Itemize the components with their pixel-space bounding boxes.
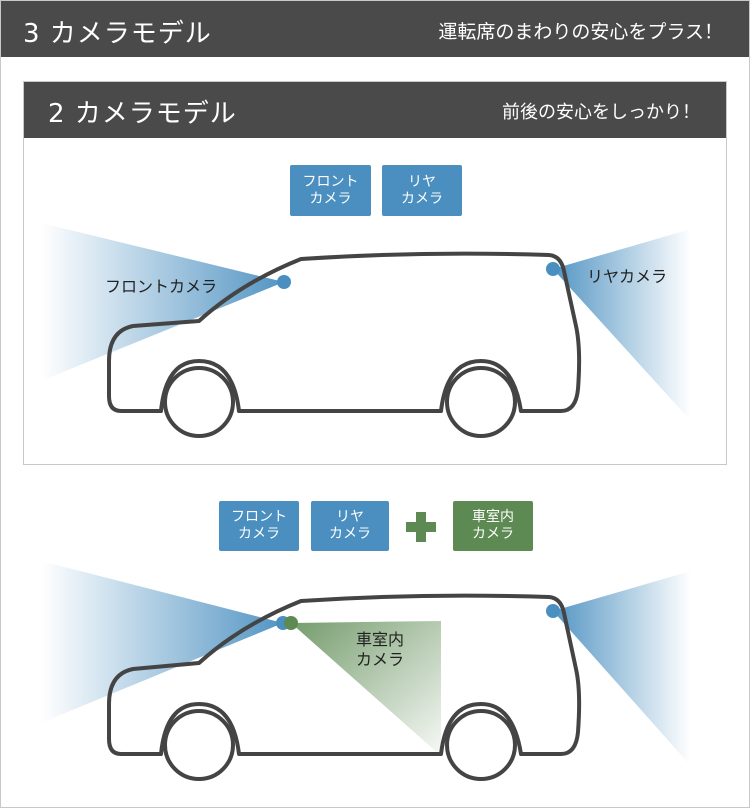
bottom-car-group bbox=[41, 561, 691, 781]
rear-camera-dot bbox=[546, 262, 560, 276]
front-view-cone bbox=[41, 223, 284, 381]
interior-view-cone bbox=[291, 621, 441, 756]
rear-camera-dot-2 bbox=[546, 604, 560, 618]
car-body-outline-2 bbox=[107, 593, 582, 756]
interior-camera-tag: 車室内 カメラ bbox=[453, 501, 533, 551]
interior-camera-dot bbox=[284, 616, 298, 630]
rear-camera-tag-2: リヤ カメラ bbox=[311, 501, 389, 551]
rear-camera-label: リヤカメラ bbox=[587, 267, 668, 286]
front-wheel bbox=[163, 366, 235, 438]
rear-view-cone bbox=[553, 229, 691, 421]
top-car-group bbox=[41, 223, 691, 438]
header-bar: 3 カメラモデル 運転席のまわりの安心をプラス！ bbox=[1, 1, 749, 57]
rear-wheel-2 bbox=[445, 709, 517, 781]
car-body-outline bbox=[107, 251, 582, 413]
header-tagline: 運転席のまわりの安心をプラス！ bbox=[438, 21, 723, 43]
rear-wheel bbox=[445, 366, 517, 438]
front-camera-dot bbox=[277, 275, 291, 289]
rear-view-cone-2 bbox=[553, 571, 691, 766]
two-camera-title: 2 カメラモデル bbox=[48, 99, 237, 129]
rear-camera-tag: リヤ カメラ bbox=[382, 165, 462, 216]
page-title: 3 カメラモデル bbox=[23, 19, 212, 49]
two-camera-header: 2 カメラモデル 前後の安心をしっかり！ bbox=[24, 82, 726, 138]
front-camera-tag: フロント カメラ bbox=[290, 165, 371, 216]
front-wheel-2 bbox=[163, 709, 235, 781]
front-camera-tag-2: フロント カメラ bbox=[219, 501, 299, 551]
front-view-cone-2 bbox=[41, 561, 283, 723]
two-camera-tagline: 前後の安心をしっかり！ bbox=[502, 102, 700, 123]
front-camera-label: フロントカメラ bbox=[105, 277, 218, 296]
plus-icon bbox=[406, 512, 436, 542]
interior-camera-label: 車室内 カメラ bbox=[356, 630, 405, 669]
